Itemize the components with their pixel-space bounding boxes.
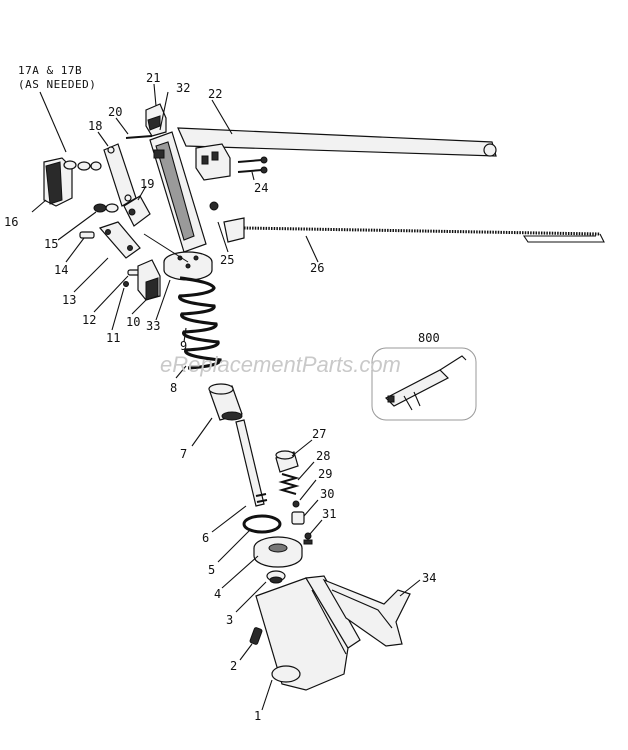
label-26: 26 (310, 261, 324, 275)
label-3: 3 (226, 613, 233, 627)
part-16-latch-block (43, 157, 102, 207)
label-6: 6 (202, 531, 209, 545)
main-frame (149, 131, 219, 253)
label-12: 12 (82, 313, 96, 327)
note-line-2: (AS NEEDED) (18, 78, 96, 91)
part-3-nut (266, 570, 286, 584)
label-15: 15 (44, 237, 58, 251)
label-1: 1 (254, 709, 261, 723)
label-10: 10 (126, 315, 140, 329)
part-4-washer (253, 536, 303, 568)
part-2-screw (249, 627, 263, 645)
label-5: 5 (208, 563, 215, 577)
label-21: 21 (146, 71, 160, 85)
part-30-seat (291, 511, 305, 525)
part-24-screws (237, 156, 268, 174)
part-22-rail (177, 127, 497, 181)
label-13: 13 (62, 293, 76, 307)
label-4: 4 (214, 587, 221, 601)
label-20: 20 (108, 105, 122, 119)
part-15-link (93, 203, 119, 213)
label-29: 29 (318, 467, 332, 481)
part-31-screw (303, 532, 313, 545)
part-13-lever (98, 221, 141, 259)
part-34-trigger (322, 578, 411, 647)
part-11-screw (123, 281, 129, 287)
part-6-plunger-rod (235, 419, 268, 507)
inset-800 (371, 347, 477, 421)
label-28: 28 (316, 449, 330, 463)
label-24: 24 (254, 181, 268, 195)
watermark: eReplacementParts.com (160, 352, 401, 377)
part-26-rack-rod (243, 226, 605, 243)
label-11: 11 (106, 331, 120, 345)
part-29-ball (292, 500, 300, 508)
part-14-pin (79, 231, 95, 239)
part-5-oring (242, 514, 282, 534)
label-31: 31 (322, 507, 336, 521)
label-18: 18 (88, 119, 102, 133)
label-27: 27 (312, 427, 326, 441)
part-27-valve-cap (275, 450, 299, 473)
part-21-clip (145, 103, 167, 137)
part-8-spring (178, 276, 222, 370)
part-20-pin (125, 135, 153, 139)
leader-17 (39, 91, 67, 153)
label-16: 16 (4, 215, 18, 229)
label-9: 9 (180, 339, 187, 353)
part-7-cylinder (208, 383, 243, 421)
label-32: 32 (176, 81, 190, 95)
part-19-bracket (123, 195, 151, 227)
part-18-link-plate (103, 143, 137, 207)
part-25-carrier (223, 217, 245, 243)
part-10-block (137, 259, 161, 301)
label-7: 7 (180, 447, 187, 461)
label-19: 19 (140, 177, 154, 191)
label-2: 2 (230, 659, 237, 673)
label-14: 14 (54, 263, 68, 277)
label-25: 25 (220, 253, 234, 267)
label-8: 8 (170, 381, 177, 395)
leader-32 (159, 91, 169, 131)
label-34: 34 (422, 571, 436, 585)
label-30: 30 (320, 487, 334, 501)
part-1-body (255, 575, 361, 691)
note-line-1: 17A & 17B (18, 64, 82, 77)
part-33-disc (143, 233, 213, 281)
label-22: 22 (208, 87, 222, 101)
label-33: 33 (146, 319, 160, 333)
part-28-spring (278, 473, 300, 495)
label-800: 800 (418, 331, 440, 345)
